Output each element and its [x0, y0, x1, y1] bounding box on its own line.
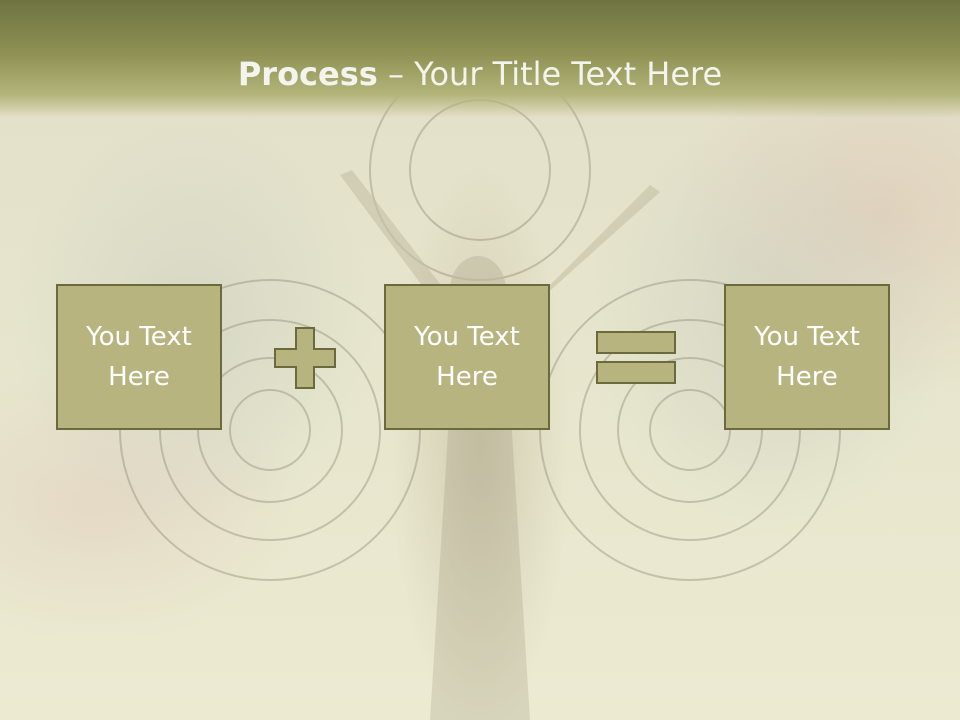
- process-step-1[interactable]: You Text Here: [56, 284, 222, 430]
- step-3-line-1: You Text: [754, 322, 860, 352]
- process-step-2[interactable]: You Text Here: [384, 284, 550, 430]
- process-step-3[interactable]: You Text Here: [724, 284, 890, 430]
- step-3-line-2: Here: [776, 362, 838, 392]
- step-1-line-2: Here: [108, 362, 170, 392]
- title-bold: Process: [237, 55, 378, 93]
- step-1-line-1: You Text: [86, 322, 192, 352]
- slide-title: Process – Your Title Text Here: [0, 52, 960, 96]
- plus-icon: [274, 327, 336, 389]
- title-bar: [0, 0, 960, 118]
- title-separator: –: [377, 55, 415, 93]
- step-2-line-1: You Text: [414, 322, 520, 352]
- title-text: Your Title Text Here: [414, 55, 723, 93]
- equals-icon: [596, 331, 676, 384]
- step-2-line-2: Here: [436, 362, 498, 392]
